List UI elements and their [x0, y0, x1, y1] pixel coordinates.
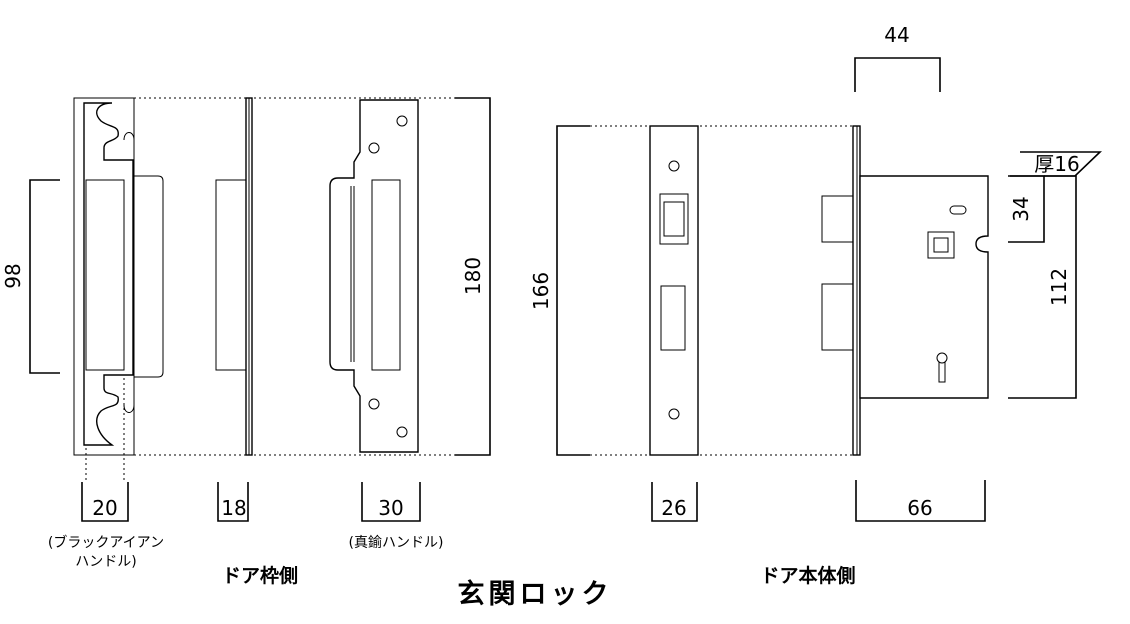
dimension-112: 112 [1008, 175, 1077, 399]
dimension-66: 66 [855, 480, 986, 522]
dimension-44: 44 [854, 23, 941, 92]
black-iron-strike-plate [73, 97, 164, 456]
brass-strike-plate [329, 99, 419, 453]
dimension-166: 166 [529, 125, 590, 456]
dim-18-label: 18 [221, 496, 246, 520]
dimension-18: 18 [217, 482, 249, 522]
note-brass: (真鍮ハンドル) [349, 535, 444, 551]
dimension-20: 20 [81, 482, 129, 522]
thickness-callout: 厚16 [1010, 151, 1102, 177]
dim-98-label: 98 [1, 263, 25, 288]
dimension-180: 180 [455, 97, 491, 456]
thickness-label: 厚16 [1034, 152, 1079, 176]
label-door-side: ドア本体側 [760, 564, 855, 587]
note-black-iron-line2: ハンドル) [75, 554, 136, 570]
dim-26-label: 26 [661, 496, 686, 520]
lock-case [821, 125, 989, 456]
dimension-30: 30 [361, 482, 421, 522]
dim-166-label: 166 [529, 272, 553, 310]
dim-34-label: 34 [1009, 196, 1033, 221]
frame-strike-side-view [215, 97, 253, 456]
dim-66-label: 66 [907, 496, 932, 520]
dimension-98: 98 [1, 179, 60, 374]
page-title: 玄関ロック [458, 578, 613, 610]
dimension-26: 26 [651, 482, 698, 522]
note-black-iron-line1: (ブラックアイアン [48, 534, 164, 551]
dim-20-label: 20 [92, 496, 117, 520]
label-frame-side: ドア枠側 [222, 564, 298, 587]
dim-112-label: 112 [1047, 268, 1071, 306]
dimension-34: 34 [1008, 175, 1045, 243]
dim-44-label: 44 [884, 23, 909, 47]
dim-180-label: 180 [461, 257, 485, 295]
dim-30-label: 30 [378, 496, 403, 520]
door-face-plate [649, 125, 699, 456]
